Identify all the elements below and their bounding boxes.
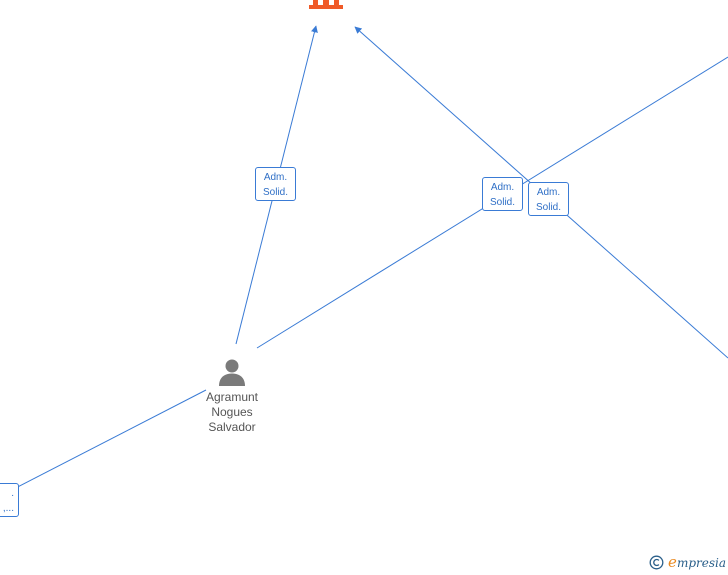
brand-watermark: empresia (649, 553, 726, 571)
copyright-icon (649, 555, 664, 569)
person-name-line: Agramunt (205, 390, 259, 404)
edge-label-line1: Adm. (536, 187, 561, 198)
edge-label-line1: Adm. (263, 172, 288, 183)
edge-label-role[interactable]: Adm. Solid. (528, 182, 569, 216)
person-name-line: Salvador (208, 420, 256, 434)
edge-label-line2: Solid. (489, 197, 515, 208)
person-name-line: Nogues (211, 405, 253, 419)
company-node[interactable] (309, 0, 343, 12)
brand-rest: mpresia (676, 556, 726, 570)
edge-label-role[interactable]: Adm. Solid. (255, 167, 296, 201)
person-name: Agramunt Nogues Salvador (196, 390, 268, 435)
edge-label-role[interactable]: Adm. Solid. (482, 177, 523, 211)
edge-person-to-offscreen-bottom-left (0, 389, 207, 497)
person-icon (219, 359, 245, 386)
edge-label-line1: . (11, 488, 14, 499)
brand-name: empresia (668, 553, 726, 571)
building-icon (309, 0, 343, 9)
brand-initial: e (668, 553, 677, 571)
edge-label-role[interactable]: . ,... (0, 483, 19, 517)
edge-label-line2: ,... (2, 503, 14, 514)
person-node[interactable]: Agramunt Nogues Salvador (196, 358, 268, 435)
edge-label-line2: Solid. (535, 202, 561, 213)
edge-label-line2: Solid. (262, 187, 288, 198)
edge-label-line1: Adm. (490, 182, 515, 193)
